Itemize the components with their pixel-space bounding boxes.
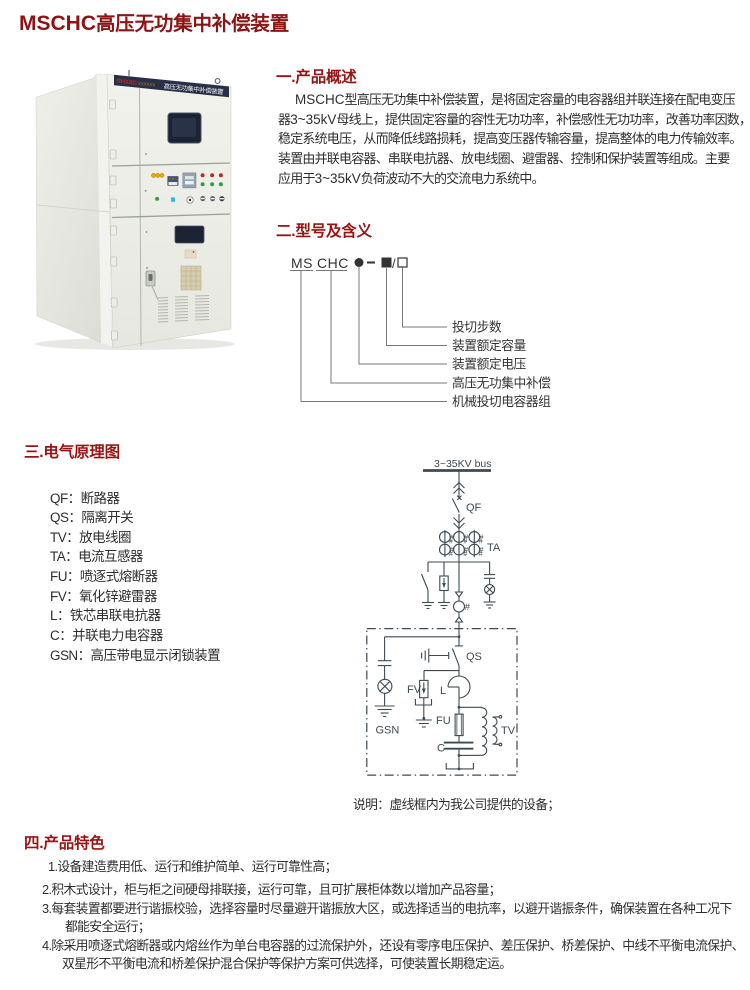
svg-text:装置额定容量: 装置额定容量: [452, 338, 526, 353]
svg-text:/: /: [392, 256, 396, 271]
svg-text:#: #: [465, 602, 471, 613]
svg-text:FU: FU: [436, 715, 451, 727]
svg-text:C: C: [437, 743, 445, 755]
svg-text:#: #: [450, 535, 454, 542]
svg-text:MS: MS: [291, 255, 313, 271]
svg-text:#: #: [464, 535, 468, 542]
svg-text:XXXXXX: XXXXXX: [137, 81, 156, 89]
svg-text:机械投切电容器组: 机械投切电容器组: [452, 394, 551, 409]
svg-text:TA: TA: [487, 542, 501, 554]
svg-text:投切步数: 投切步数: [452, 320, 502, 335]
svg-text:#: #: [450, 547, 454, 554]
svg-text:GSN: GSN: [376, 725, 400, 737]
svg-text:#: #: [463, 538, 467, 545]
svg-text:TV: TV: [501, 725, 516, 737]
svg-text:QF: QF: [466, 502, 482, 514]
svg-text:高压无功集中补偿: 高压无功集中补偿: [452, 376, 551, 391]
svg-text:RHXXG: RHXXG: [116, 78, 138, 87]
svg-text:#: #: [449, 538, 453, 545]
svg-text:#: #: [479, 551, 483, 558]
svg-text:#: #: [463, 551, 467, 558]
svg-text:装置额定电压: 装置额定电压: [452, 357, 526, 372]
svg-text:CHC: CHC: [317, 255, 349, 271]
svg-text:#: #: [479, 535, 483, 542]
svg-text:3~35KV bus: 3~35KV bus: [434, 458, 492, 470]
svg-text:L: L: [440, 685, 446, 697]
svg-text:#: #: [449, 551, 453, 558]
svg-text:#: #: [479, 538, 483, 545]
svg-text:FV: FV: [407, 684, 422, 696]
svg-text:QS: QS: [466, 651, 482, 663]
svg-text:#: #: [464, 547, 468, 554]
svg-text:#: #: [479, 547, 483, 554]
